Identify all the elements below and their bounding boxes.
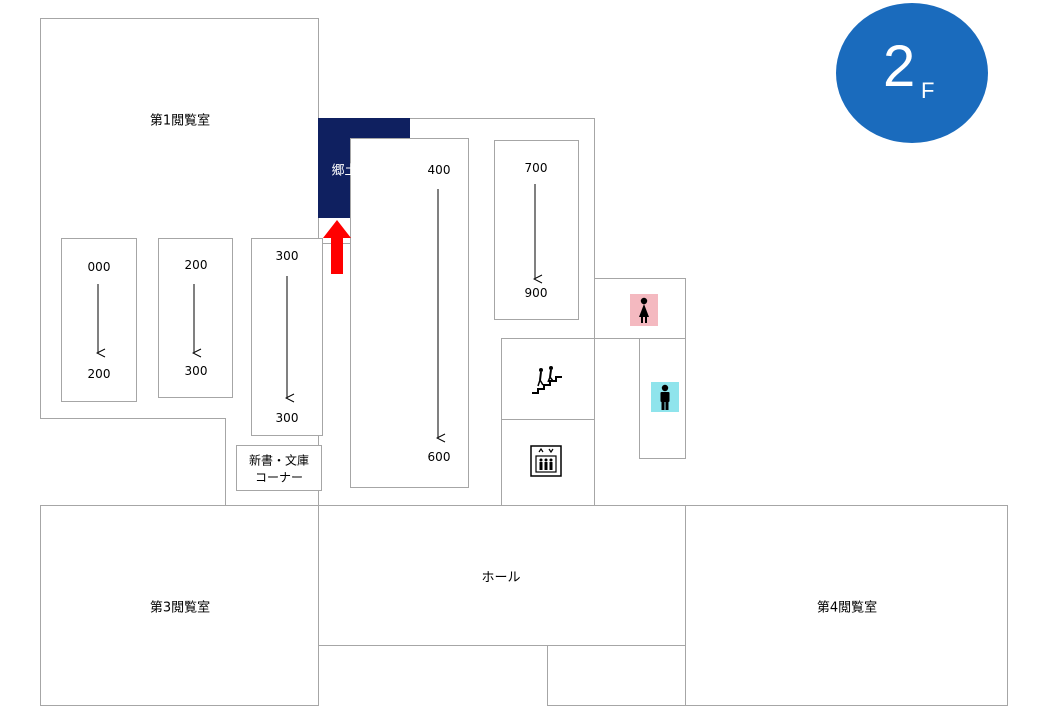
shelf-200-300 (158, 238, 233, 398)
shinsho-bunko-label-1: 新書・文庫 (248, 453, 310, 468)
mens-restroom-icon[interactable] (651, 382, 679, 412)
womens-restroom-icon[interactable] (630, 294, 658, 326)
shelf-label-from: 200 (184, 258, 208, 272)
shelf-label-to: 900 (524, 286, 548, 300)
red-up-arrow-icon (323, 220, 351, 274)
shelf-000-200 (61, 238, 137, 402)
local-materials-label: 郷土資料室 (331, 163, 397, 179)
shelf-label-from: 300 (275, 249, 299, 263)
shelf-label-to: 300 (184, 364, 208, 378)
hall-label: ホール (481, 570, 521, 586)
floor-number: 2 (883, 34, 916, 99)
shelf-label-to: 600 (427, 450, 451, 464)
reading-room-3-label: 第3閲覧室 (149, 600, 211, 616)
stairs-icon[interactable] (530, 365, 564, 395)
reading-room-3 (40, 505, 319, 706)
shelf-label-to: 200 (87, 367, 111, 381)
shinsho-bunko-corner (236, 445, 322, 491)
shinsho-bunko-label-2: コーナー (254, 470, 304, 485)
shelf-700-900 (494, 140, 579, 320)
reading-room-1-label: 第1閲覧室 (149, 113, 211, 129)
floor-badge (836, 3, 988, 143)
elevator-icon[interactable] (530, 445, 562, 477)
reading-room-4-label: 第4閲覧室 (816, 600, 878, 616)
shelf-label-from: 000 (87, 260, 111, 274)
shelf-label-from: 400 (427, 163, 451, 177)
shelf-label-from: 700 (524, 161, 548, 175)
hall (318, 505, 686, 646)
floor-unit: F (921, 78, 935, 103)
reading-room-1 (40, 18, 319, 219)
shelf-400-600 (350, 138, 469, 488)
reading-room-4 (685, 505, 1008, 706)
shelf-label-to: 300 (275, 411, 299, 425)
